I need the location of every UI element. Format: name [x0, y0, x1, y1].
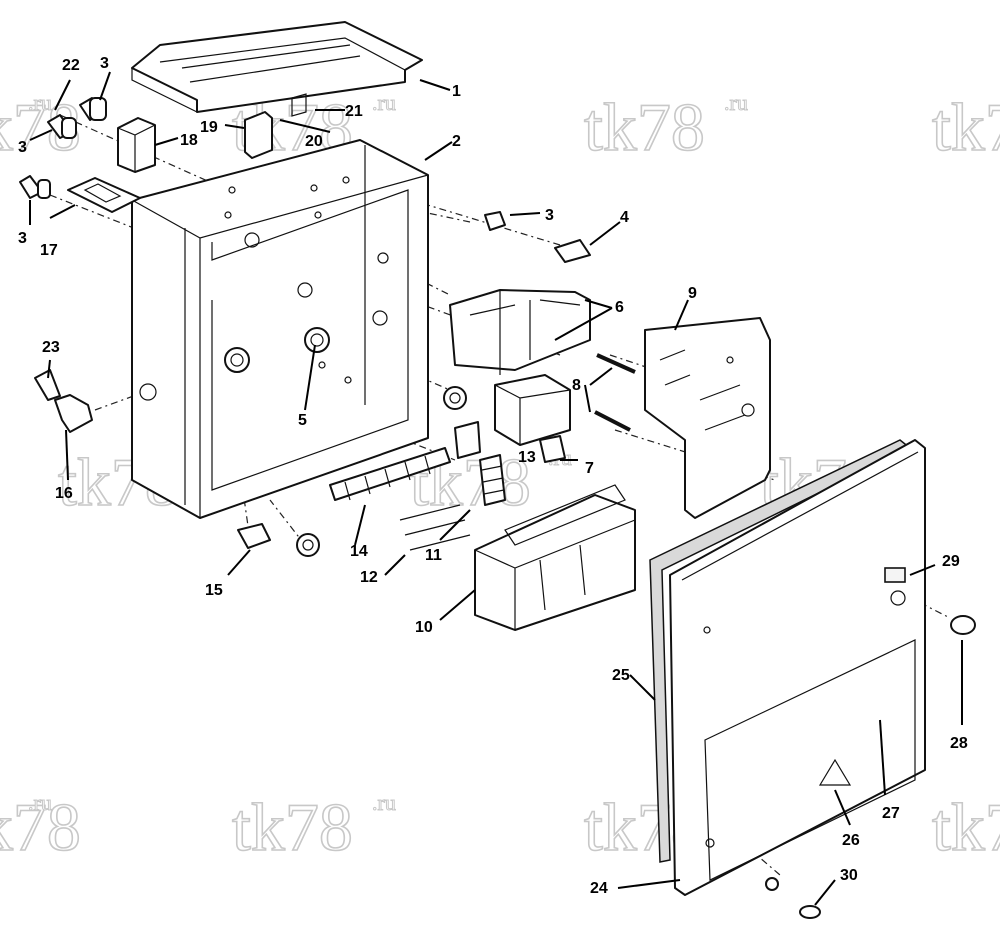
plug-parts: [19, 97, 591, 433]
terminal-parts: [237, 421, 506, 551]
leader-lines: [29, 71, 963, 906]
callout-9: 9: [688, 285, 697, 302]
callout-3: 3: [18, 139, 27, 156]
callout-6: 6: [615, 299, 624, 316]
callout-29: 29: [942, 553, 960, 570]
watermark-suffix: .ru: [372, 90, 396, 115]
callout-labels: 1 2 3 3 3 3 4 5 6 7 8 9 10 11 12 13 14 1…: [18, 55, 968, 897]
callout-13: 13: [518, 449, 536, 466]
callout-26: 26: [842, 832, 860, 849]
watermark-text: tk78: [584, 89, 705, 165]
grommet-group: [224, 327, 467, 557]
callout-23: 23: [42, 339, 60, 356]
callout-24: 24: [590, 880, 608, 897]
callout-20: 20: [305, 133, 323, 150]
guide-rods: [594, 353, 636, 432]
callout-18: 18: [180, 132, 198, 149]
callout-5: 5: [298, 412, 307, 429]
callout-3: 3: [100, 55, 109, 72]
watermark-suffix: .ru: [372, 790, 396, 815]
shield-plate: [644, 317, 771, 519]
housing-box: [131, 139, 429, 519]
callout-21: 21: [345, 103, 363, 120]
callout-8: 8: [572, 377, 581, 394]
callout-10: 10: [415, 619, 433, 636]
watermark-text: tk78: [232, 789, 353, 865]
callout-19: 19: [200, 119, 218, 136]
callout-14: 14: [350, 543, 368, 560]
callout-15: 15: [205, 582, 223, 599]
watermark-suffix: .ru: [28, 90, 52, 115]
callout-7: 7: [585, 460, 594, 477]
callout-17: 17: [40, 242, 58, 259]
callout-30: 30: [840, 867, 858, 884]
callout-16: 16: [55, 485, 73, 502]
callout-22: 22: [62, 57, 80, 74]
callout-1: 1: [452, 83, 461, 100]
watermark-text: tk78: [932, 789, 1000, 865]
callout-3: 3: [545, 207, 554, 224]
watermark-suffix: .ru: [724, 90, 748, 115]
callout-28: 28: [950, 735, 968, 752]
callout-11: 11: [425, 547, 442, 564]
callout-4: 4: [620, 209, 629, 226]
callout-3: 3: [18, 230, 27, 247]
door-assembly: [649, 439, 976, 919]
watermark-text: tk78: [0, 789, 81, 865]
callout-25: 25: [612, 667, 630, 684]
callout-12: 12: [360, 569, 378, 586]
watermark-suffix: .ru: [28, 790, 52, 815]
callout-27: 27: [882, 805, 900, 822]
relay-block: [494, 374, 571, 463]
capacitor-bank: [449, 289, 591, 375]
top-cover: [131, 21, 423, 113]
callout-2: 2: [452, 133, 461, 150]
transformer: [474, 484, 636, 631]
small-fittings: [67, 93, 307, 213]
watermark-text: tk78: [932, 89, 1000, 165]
